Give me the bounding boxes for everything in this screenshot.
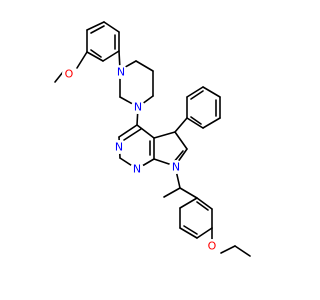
phenyl-ring	[174, 86, 221, 133]
ethoxyphenyl-ring	[163, 165, 213, 239]
pyrimidine-ring	[118, 106, 155, 170]
atom-pyrimidine-n-lower: N	[130, 162, 144, 176]
methoxyphenyl-ring	[86, 21, 120, 62]
ethoxy-group	[211, 227, 251, 257]
piperazine-ring	[118, 50, 154, 108]
molecule-structure: O N N N N N O	[54, 21, 251, 257]
pyrimidine-n-lower-label: N	[133, 163, 141, 176]
methoxy-o-label: O	[65, 68, 74, 81]
atom-ethoxy-o: O	[205, 239, 219, 253]
pyrimidine-n-upper-label: N	[115, 141, 123, 154]
ethoxy-o-label: O	[208, 240, 217, 253]
atom-pyrrole-n: N	[169, 160, 183, 174]
piperazine-n-top-label: N	[117, 66, 125, 79]
atom-methoxy-o: O	[62, 67, 76, 81]
piperazine-n-bottom-label: N	[134, 101, 142, 114]
atom-piperazine-n-top: N	[114, 65, 128, 79]
methoxy-group	[54, 51, 88, 83]
atom-pyrimidine-n-upper: N	[112, 140, 126, 154]
atom-piperazine-n-bottom: N	[131, 100, 145, 114]
pyrrole-n-label: N	[172, 161, 180, 174]
pyrrole-ring	[153, 131, 188, 167]
